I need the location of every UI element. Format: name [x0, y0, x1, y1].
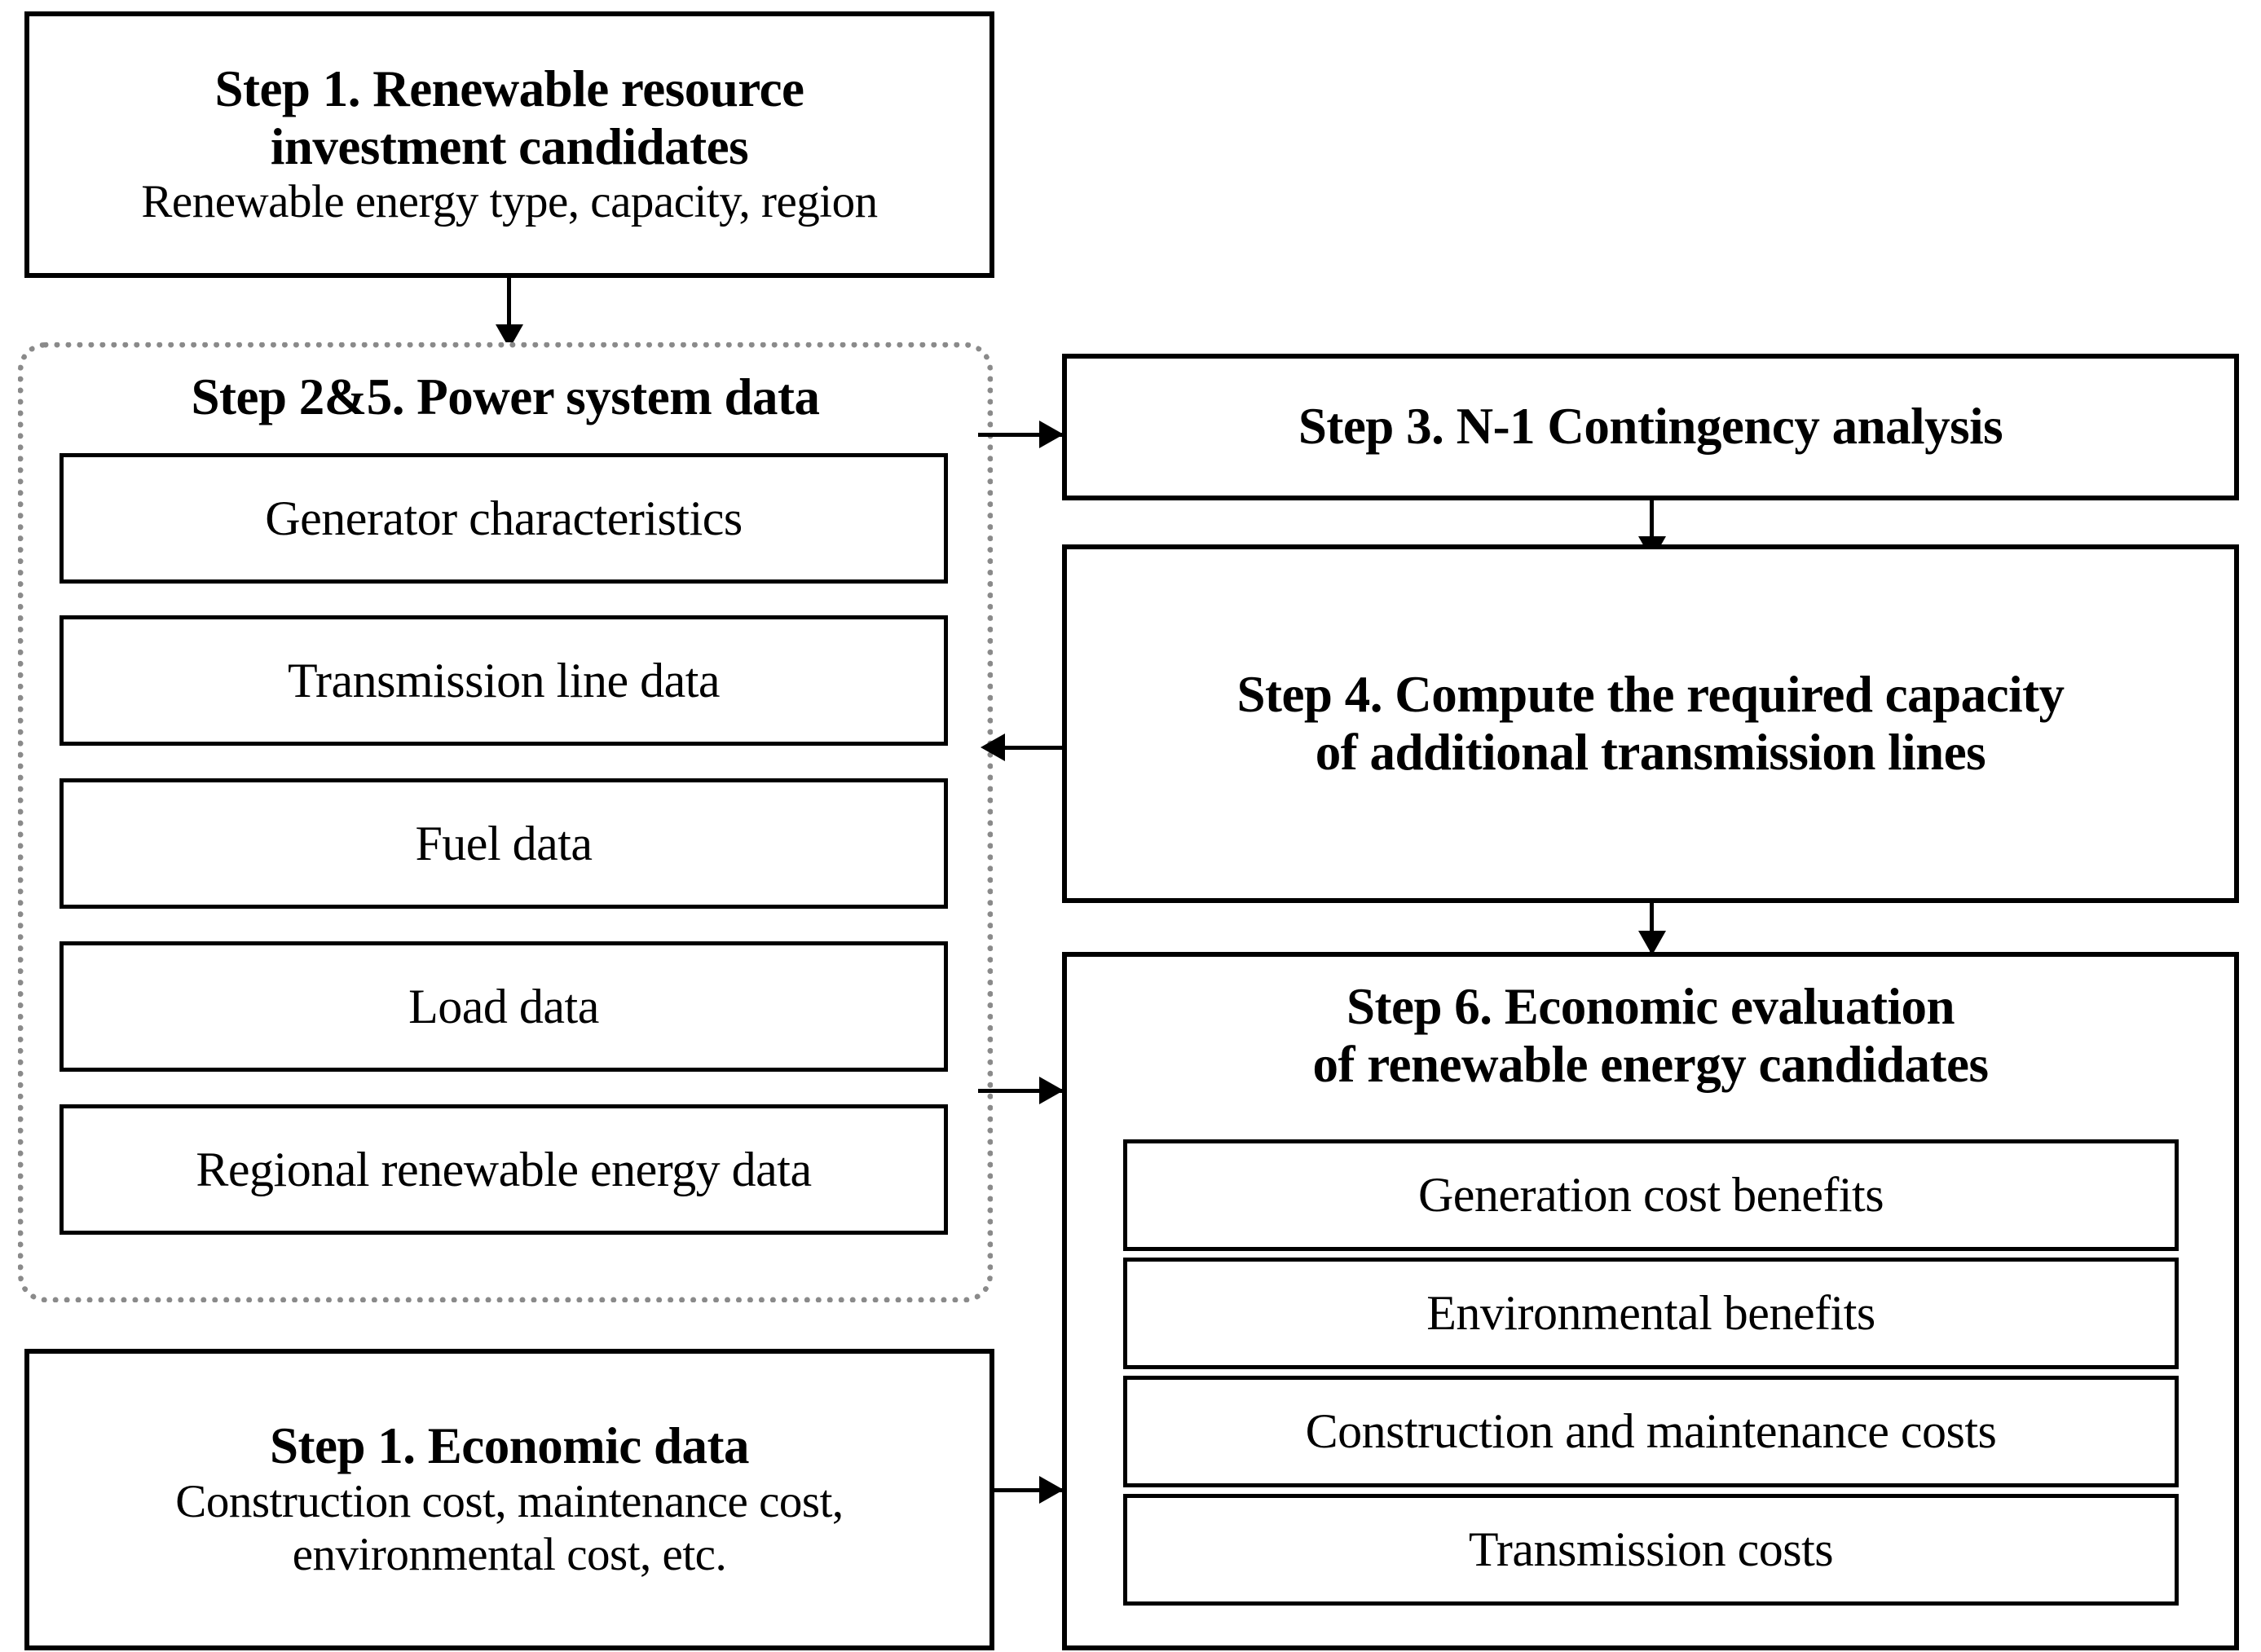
- power-system-item-transmission-line-data: Transmission line data: [60, 615, 948, 746]
- economic-title: Step 1. Economic data: [270, 1417, 750, 1475]
- connector-step3-to-step4-line: [1650, 500, 1654, 549]
- eval-item-label: Transmission costs: [1468, 1522, 1834, 1576]
- eval-item-label: Environmental benefits: [1426, 1286, 1875, 1340]
- node-step4-compute-required-capacity: Step 4. Compute the required capacity of…: [1062, 544, 2239, 903]
- power-system-item-label: Transmission line data: [287, 653, 721, 707]
- step6-title-line1: Step 6. Economic evaluation: [1346, 978, 1955, 1035]
- step4-title-line1: Step 4. Compute the required capacity: [1236, 665, 2065, 723]
- power-system-item-load-data: Load data: [60, 941, 948, 1072]
- power-system-item-label: Generator characteristics: [265, 491, 743, 545]
- power-system-item-label: Regional renewable energy data: [196, 1142, 812, 1196]
- eval-item-construction-and-maintenance-costs: Construction and maintenance costs: [1123, 1376, 2179, 1487]
- eval-item-transmission-costs: Transmission costs: [1123, 1494, 2179, 1606]
- step1-subtitle: Renewable energy type, capacity, region: [141, 176, 878, 228]
- step3-title: Step 3. N-1 Contingency analysis: [1298, 398, 2003, 456]
- step4-title-line2: of additional transmission lines: [1315, 724, 1986, 781]
- power-system-item-fuel-data: Fuel data: [60, 778, 948, 909]
- power-system-item-regional-renewable-energy-data: Regional renewable energy data: [60, 1104, 948, 1235]
- node-step1-economic-data: Step 1. Economic data Construction cost,…: [24, 1349, 994, 1650]
- connector-step1-to-step2-line: [507, 278, 511, 338]
- economic-subtitle-line1: Construction cost, maintenance cost,: [175, 1475, 844, 1527]
- step6-title-line2: of renewable energy candidates: [1312, 1036, 1989, 1094]
- connector-step2-to-step3-line: [978, 433, 1066, 437]
- node-step1-renewable-resource: Step 1. Renewable resource investment ca…: [24, 11, 994, 278]
- step1-title-line1: Step 1. Renewable resource: [214, 59, 804, 117]
- eval-item-label: Construction and maintenance costs: [1305, 1404, 1997, 1458]
- connector-economic-to-step6-arrowhead: [1039, 1476, 1064, 1504]
- connector-step4-to-step6-line: [1650, 903, 1654, 954]
- connector-step4-to-step6-arrowhead: [1638, 931, 1666, 955]
- economic-subtitle-line2: environmental cost, etc.: [292, 1528, 727, 1580]
- connector-economic-to-step6-line: [991, 1488, 1066, 1492]
- eval-item-label: Generation cost benefits: [1417, 1168, 1884, 1222]
- eval-item-environmental-benefits: Environmental benefits: [1123, 1258, 2179, 1369]
- step2-5-title: Step 2&5. Power system data: [191, 368, 821, 425]
- connector-step4-to-step2-arrowhead: [981, 733, 1005, 761]
- node-step3-n1-contingency-analysis: Step 3. N-1 Contingency analysis: [1062, 354, 2239, 500]
- power-system-item-generator-characteristics: Generator characteristics: [60, 453, 948, 584]
- power-system-item-label: Fuel data: [415, 816, 593, 870]
- power-system-item-label: Load data: [408, 979, 599, 1033]
- connector-step2-to-step6-line: [978, 1089, 1066, 1093]
- step1-title-line2: investment candidates: [270, 118, 749, 176]
- connector-step2-to-step3-arrowhead: [1039, 421, 1064, 448]
- eval-item-generation-cost-benefits: Generation cost benefits: [1123, 1139, 2179, 1251]
- connector-step2-to-step6-arrowhead: [1039, 1077, 1064, 1104]
- connector-step4-to-step2-line: [986, 746, 1066, 750]
